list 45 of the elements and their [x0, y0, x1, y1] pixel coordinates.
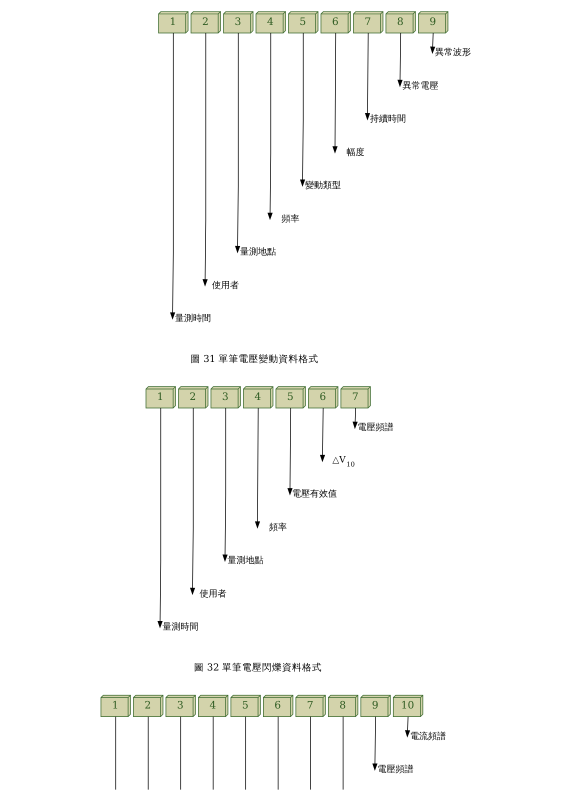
arrow [372, 716, 378, 771]
node-text: 電壓頻譜 [377, 765, 414, 776]
node-text: △V$_{10}$ [332, 456, 355, 469]
connector [212, 716, 214, 790]
arrow [332, 32, 338, 154]
connector [342, 716, 344, 790]
node-text: 使用者 [200, 589, 227, 600]
arrow [287, 408, 293, 496]
arrow [158, 408, 163, 628]
arrow [352, 408, 358, 430]
arrow [320, 408, 326, 462]
arrow [235, 32, 240, 254]
arrow [364, 32, 370, 120]
node-text: 量測時間 [162, 622, 199, 633]
connector [148, 716, 149, 790]
connector [245, 716, 246, 790]
arrow [404, 716, 410, 738]
node-text: 頻率 [281, 214, 300, 224]
node-text: 量測地點 [228, 556, 264, 566]
label: 圖 31 單筆電壓變動資料格式 [190, 354, 319, 365]
arrow [222, 408, 228, 562]
node-text: 量測時間 [175, 314, 212, 324]
connector [180, 716, 182, 790]
arrow [300, 32, 306, 187]
node-text: 異常電壓 [402, 81, 439, 92]
arrow [268, 32, 273, 220]
arrow [170, 32, 176, 320]
connector [115, 716, 116, 790]
connector [310, 716, 311, 790]
node-text: 持續時間 [370, 114, 406, 125]
node-text: 幅度 [346, 148, 364, 158]
node-text: 頻率 [268, 522, 287, 533]
arrow [254, 408, 260, 529]
node-text: 變動類型 [305, 181, 342, 192]
node-text: 電流頻譜 [410, 732, 446, 742]
arrow [397, 32, 403, 88]
label: 圖 32 單筆電壓閃爍資料格式 [194, 662, 322, 674]
arrow [202, 32, 208, 287]
node-text: 量測地點 [240, 248, 276, 258]
node-text: 電壓頻譜 [358, 423, 394, 434]
node-text: 異常波形 [435, 48, 472, 58]
node-text: 電壓有效值 [292, 490, 337, 500]
node-text: 使用者 [212, 280, 240, 291]
arrow [430, 32, 436, 54]
arrow [190, 408, 196, 596]
